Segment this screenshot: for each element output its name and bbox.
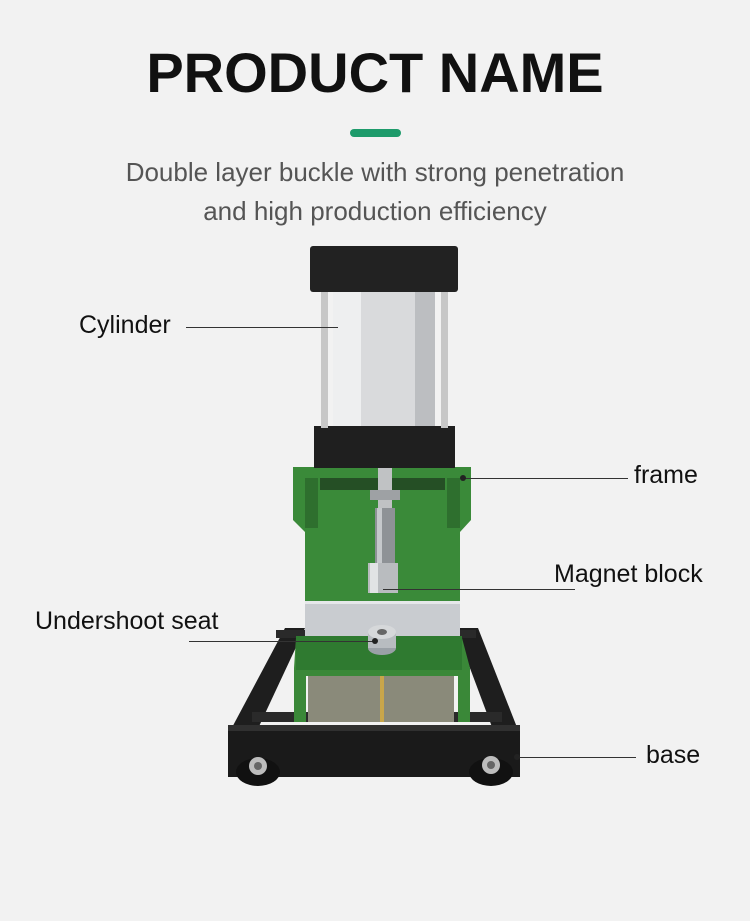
base-pointer-dot <box>514 754 520 760</box>
title-accent-bar <box>350 129 401 137</box>
machine-illustration <box>228 246 520 786</box>
magnet-block-part <box>368 508 398 593</box>
label-cylinder: Cylinder <box>79 311 171 339</box>
label-base: base <box>646 741 701 769</box>
left-wheel <box>236 757 280 786</box>
undershoot-pointer-dot <box>372 638 378 644</box>
cylinder-top-cap <box>310 246 458 292</box>
subtitle-line-1: Double layer buckle with strong penetrat… <box>125 157 625 187</box>
subtitle-line-2: and high production efficiency <box>203 196 547 226</box>
page-title: PRODUCT NAME <box>146 41 604 104</box>
label-undershoot-seat: Undershoot seat <box>35 607 219 635</box>
leader-base <box>518 757 636 758</box>
label-magnet-block: Magnet block <box>554 560 703 588</box>
cylinder-bottom-cap <box>314 426 455 468</box>
leader-cylinder <box>186 327 338 328</box>
leader-undershoot-seat <box>189 641 375 642</box>
right-wheel <box>469 756 513 786</box>
label-frame: frame <box>634 461 698 489</box>
leader-magnet-block <box>383 589 575 590</box>
leader-frame <box>463 478 628 479</box>
undershoot-seat <box>368 625 396 655</box>
frame-pointer-dot <box>460 475 466 481</box>
